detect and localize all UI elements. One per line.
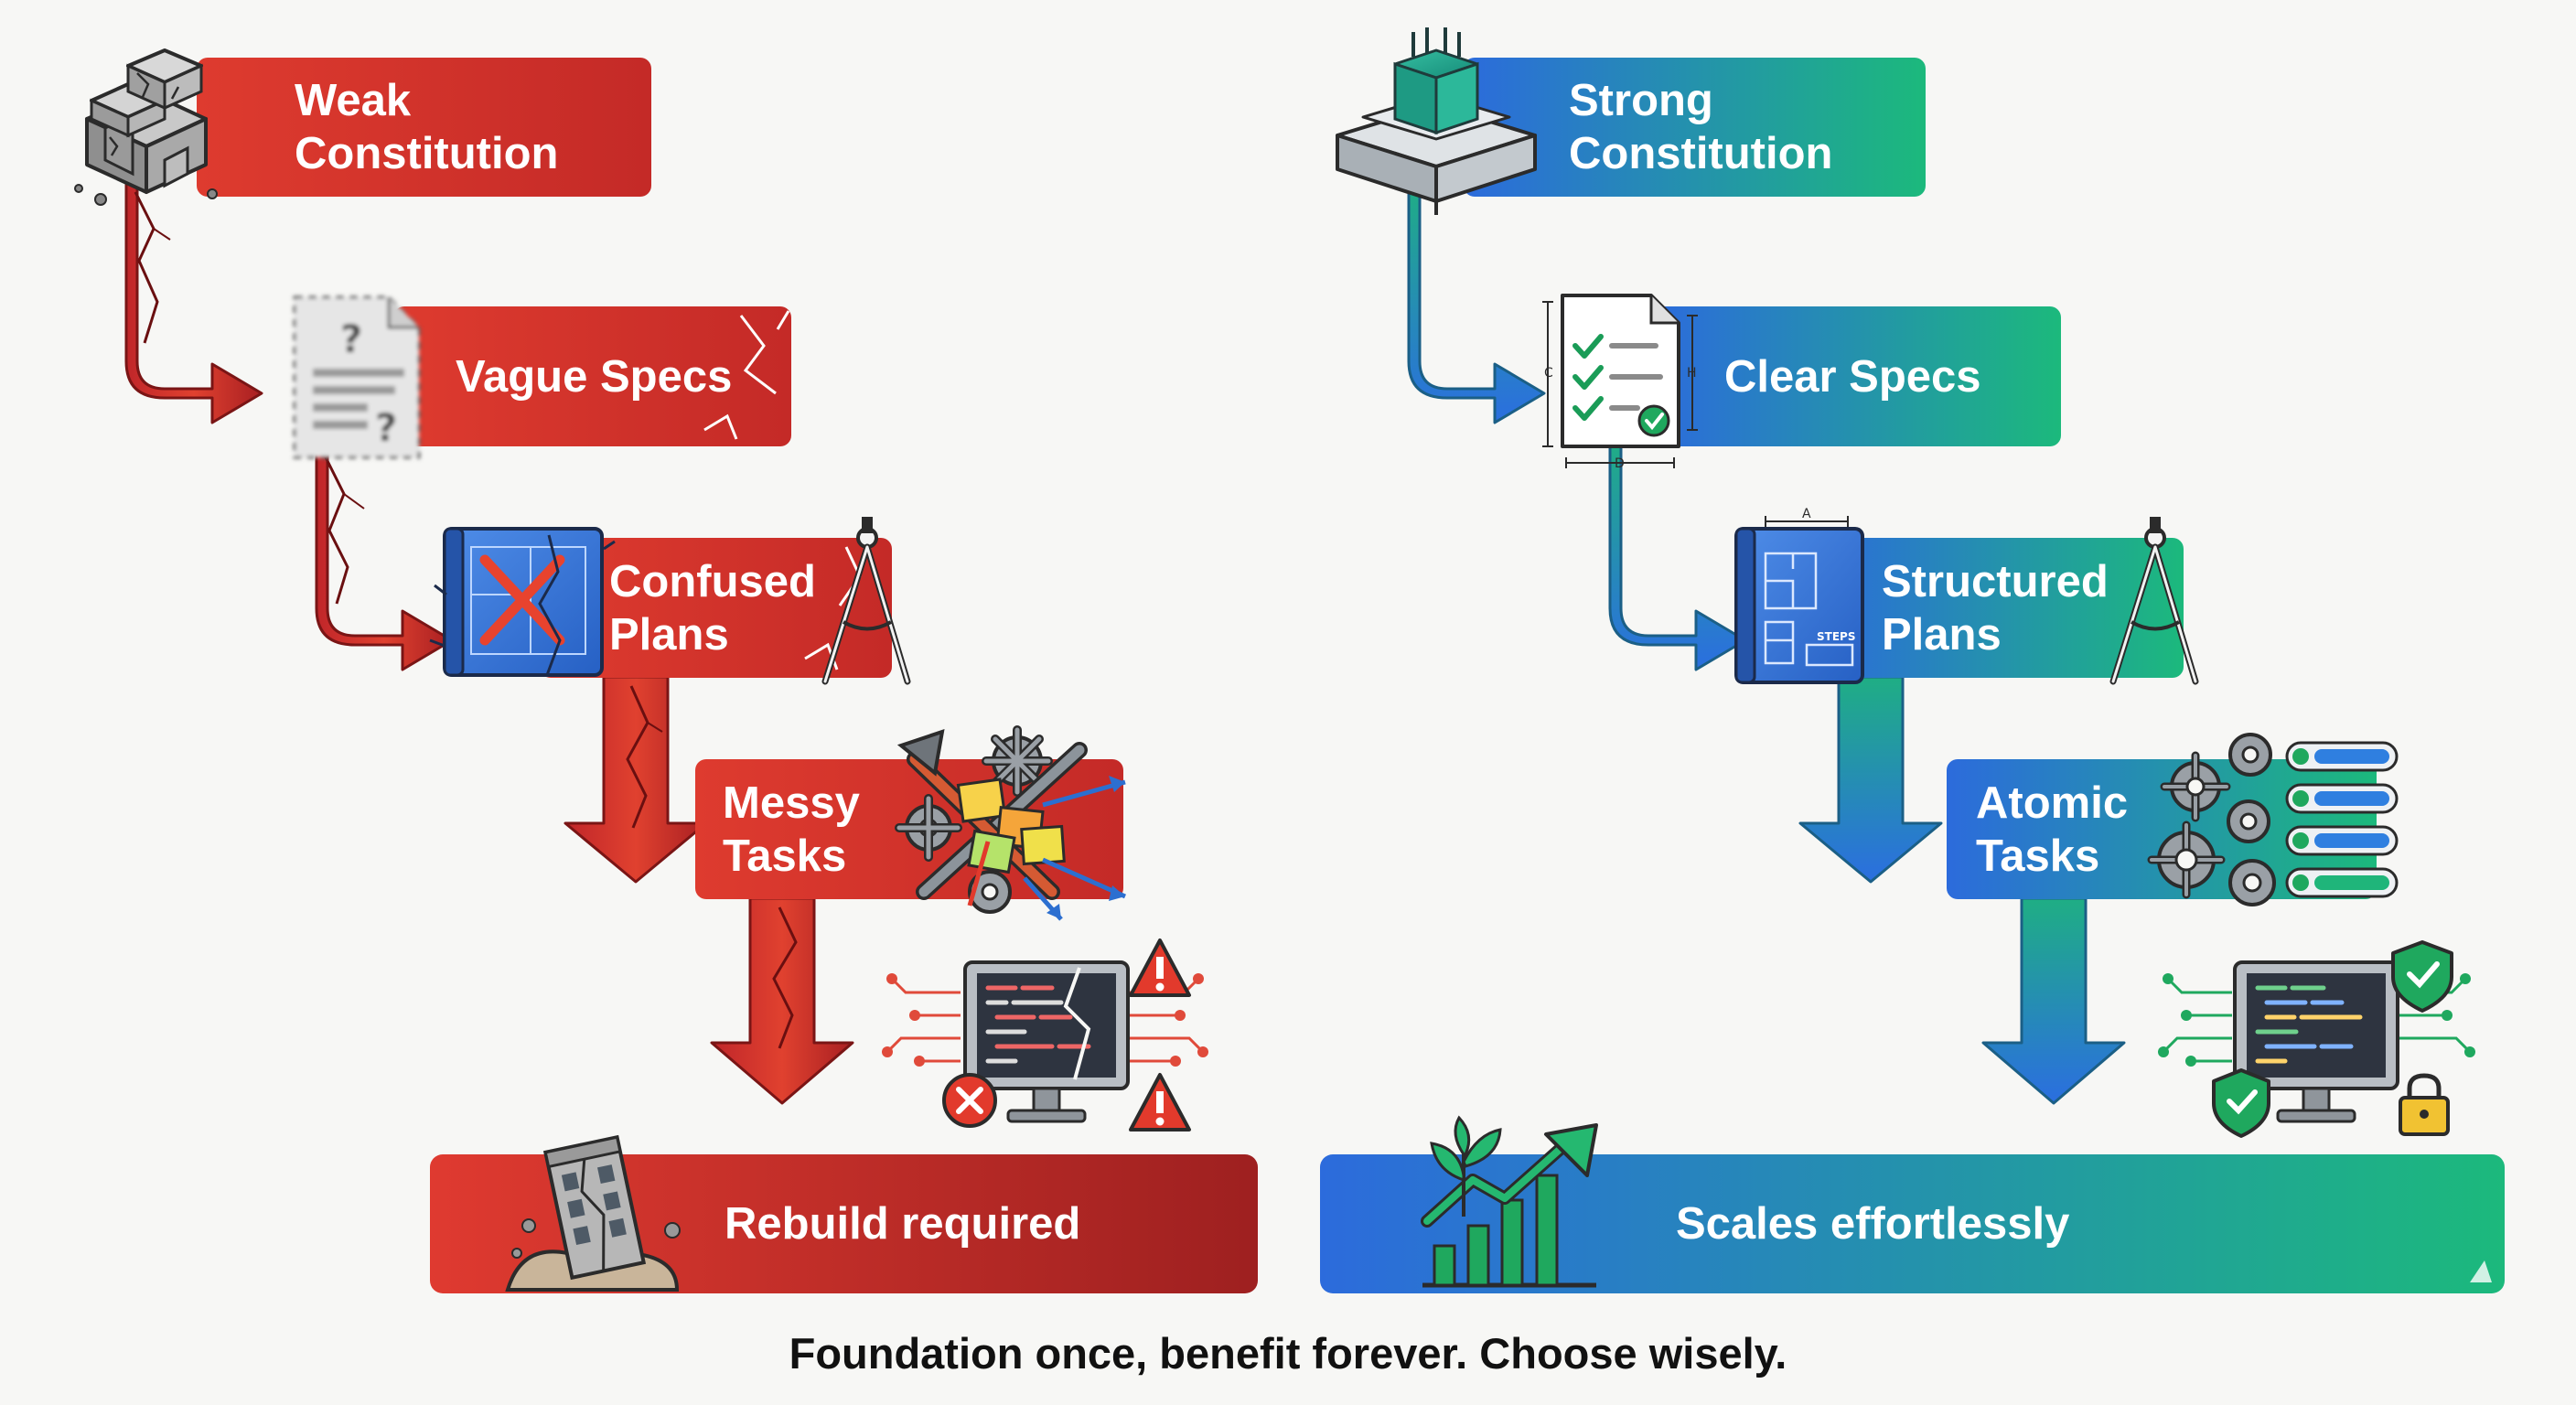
strong-flow: C H D STEPS A <box>1320 27 2505 1293</box>
scales-effortlessly-label: Scales effortlessly <box>1676 1199 2070 1249</box>
crumbling-foundation-icon <box>74 48 218 206</box>
collapsing-building-icon <box>505 1134 681 1292</box>
confused-plans-label: Confused Plans <box>609 556 816 660</box>
gears-checklist-icon <box>2147 733 2399 906</box>
strong-connector-3 <box>1798 675 1943 884</box>
strong-step-box-1 <box>1464 58 1926 197</box>
doc-question-mark-bottom: ? <box>375 405 397 450</box>
strong-result-box <box>1320 1154 2505 1293</box>
compass-icon <box>821 517 911 685</box>
caption: Foundation once, benefit forever. Choose… <box>789 1329 1787 1378</box>
structured-plans-label: Structured Plans <box>1882 556 2109 660</box>
checklist-document-icon: C H D <box>1542 294 1698 471</box>
checklist-bars <box>2285 741 2399 898</box>
strong-step-box-3 <box>1813 538 2184 678</box>
clear-specs-label: Clear Specs <box>1724 351 1981 402</box>
blueprint-icon: STEPS A <box>1734 507 1864 684</box>
strong-constitution-label: Strong Constitution <box>1569 76 1833 178</box>
weak-connector-4 <box>710 896 854 1105</box>
secure-monitor-icon <box>2158 940 2475 1138</box>
strong-step-box-2 <box>1654 306 2061 446</box>
broken-blueprint-icon <box>429 527 616 677</box>
rebuild-required-label: Rebuild required <box>724 1199 1081 1249</box>
compass-icon <box>2109 517 2199 685</box>
atomic-tasks-label: Atomic Tasks <box>1976 778 2129 881</box>
blueprint-steps-label: STEPS <box>1817 630 1855 643</box>
spec-dim-d: D <box>1615 456 1625 471</box>
spec-dim-h: H <box>1687 366 1697 381</box>
growth-chart-icon <box>1421 1115 1598 1288</box>
weak-connector-3 <box>564 675 708 884</box>
strong-connector-4 <box>1981 896 2126 1105</box>
doc-question-mark-top: ? <box>340 316 362 361</box>
strong-connector-1 <box>1407 181 1546 424</box>
strong-connector-2 <box>1608 437 1747 671</box>
blueprint-dim-a: A <box>1802 507 1811 521</box>
weak-constitution-label: Weak Constitution <box>295 76 559 178</box>
vague-specs-label: Vague Specs <box>456 351 733 402</box>
blurry-document-icon: ? ? <box>293 295 421 459</box>
weak-connector-1 <box>124 181 263 424</box>
weak-connector-2 <box>315 437 454 671</box>
spec-dim-c: C <box>1544 366 1553 381</box>
solid-foundation-icon <box>1336 27 1537 215</box>
error-monitor-icon <box>882 938 1208 1132</box>
weak-step-box-1 <box>197 58 651 197</box>
weak-flow: ? ? <box>74 48 1258 1293</box>
messy-tasks-label: Messy Tasks <box>723 778 860 881</box>
tangled-tools-icon <box>895 725 1127 921</box>
strong-step-box-4 <box>1947 759 2377 899</box>
weak-step-box-2 <box>393 306 791 446</box>
